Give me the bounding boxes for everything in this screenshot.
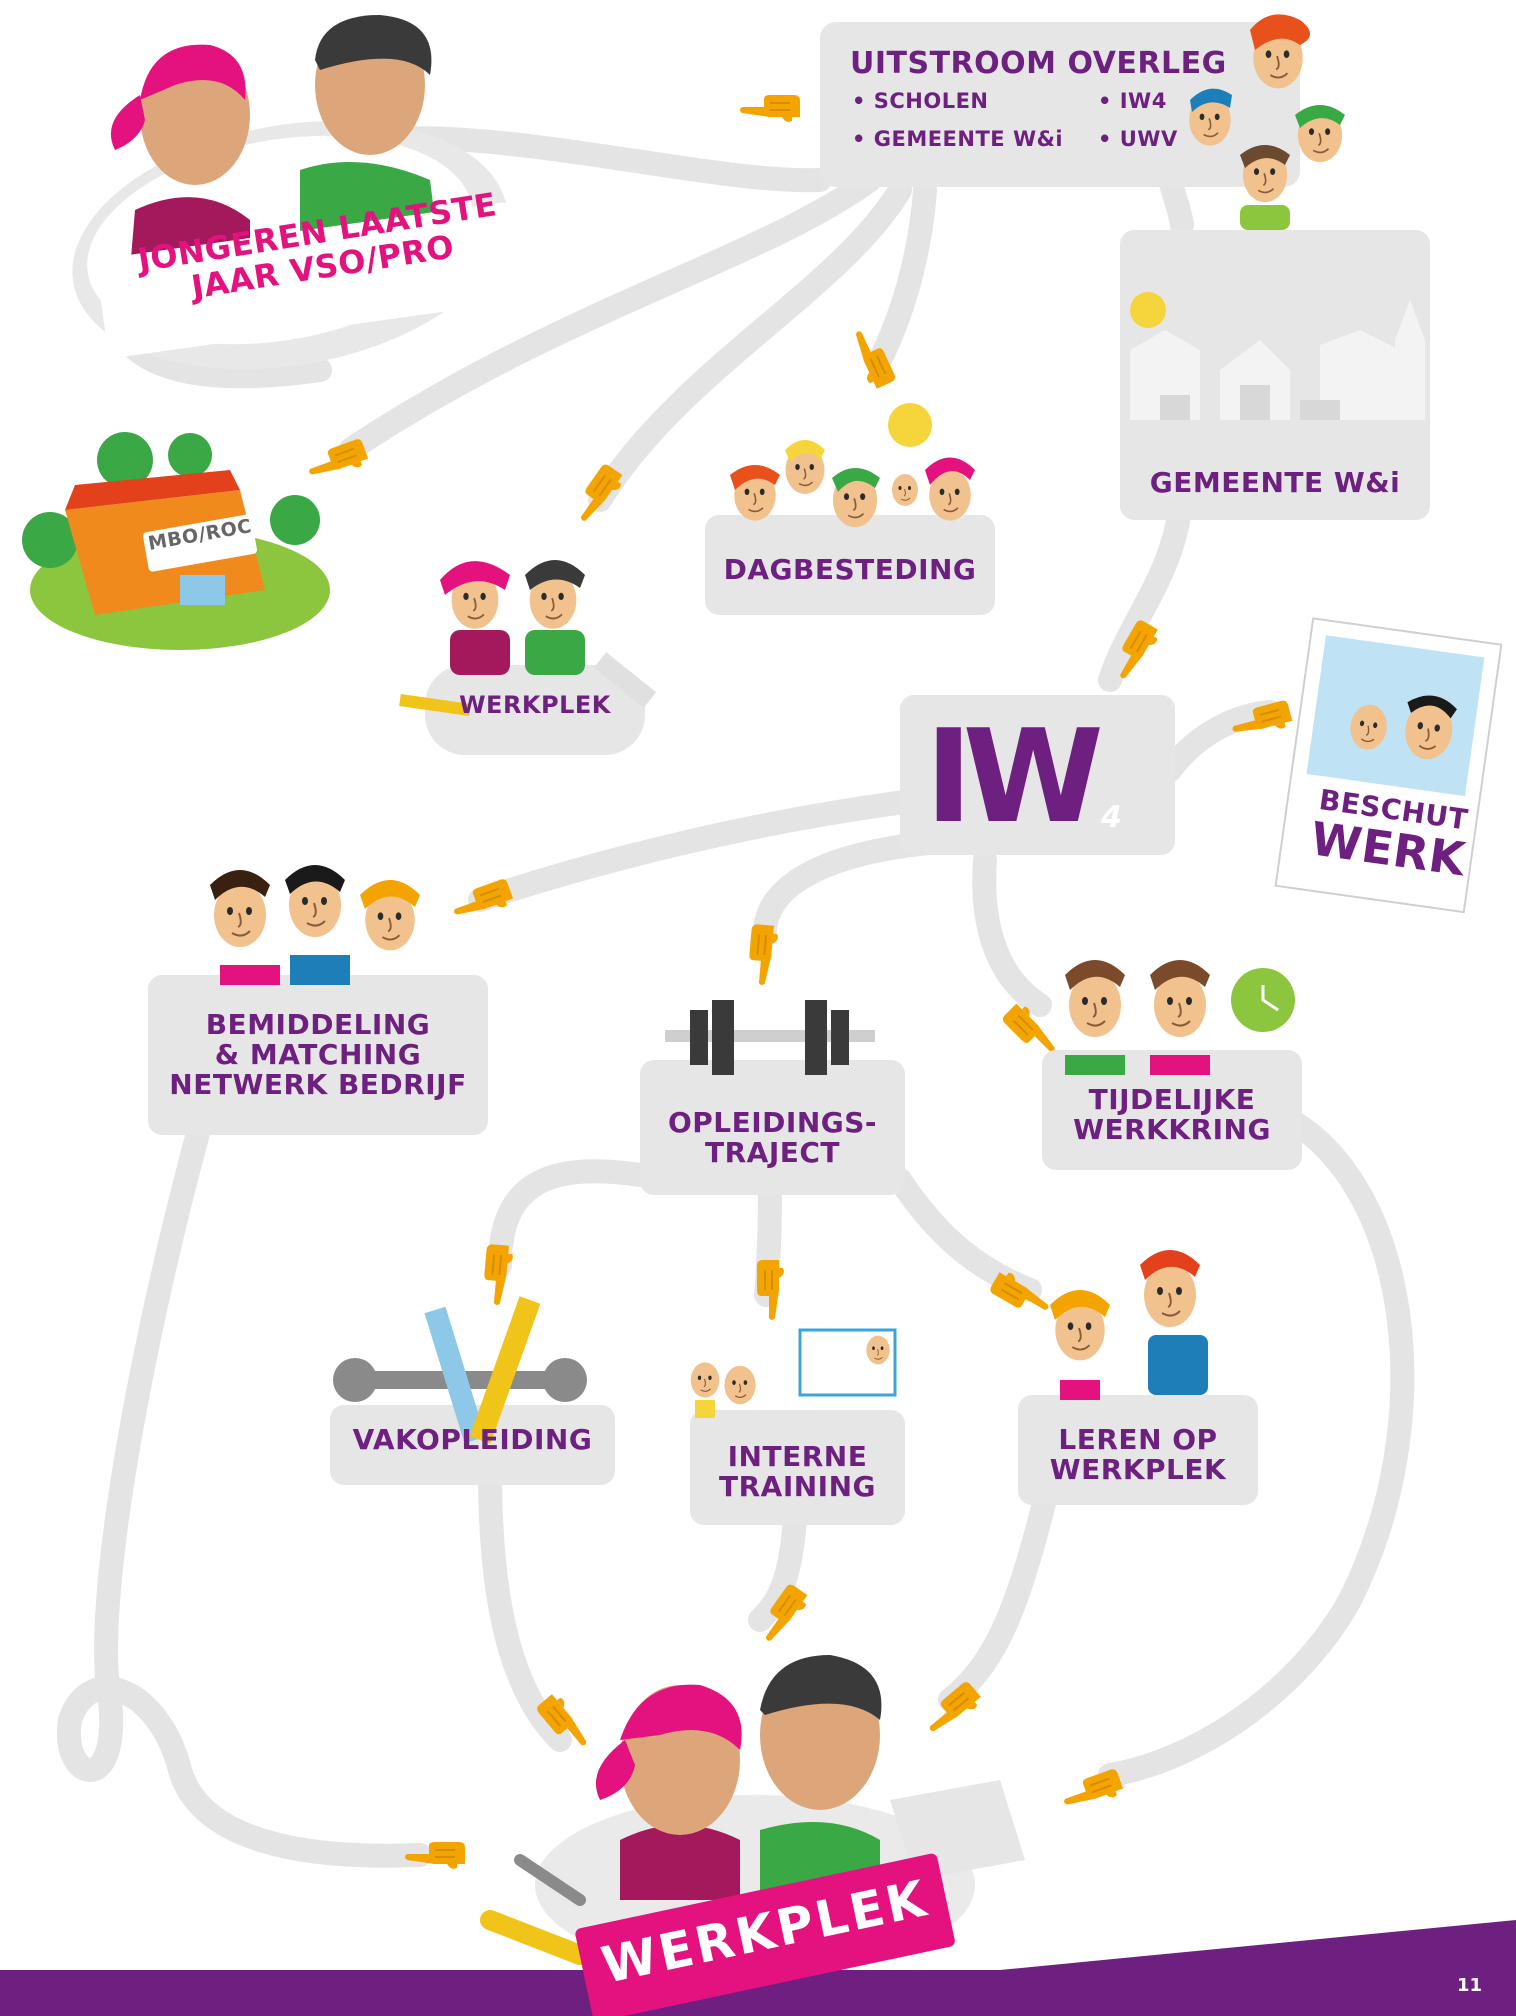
- dagbesteding-label: DAGBESTEDING: [723, 553, 977, 586]
- uitstroom-item-iw4: • IW4: [1098, 89, 1167, 113]
- opleiding-line2: TRAJECT: [704, 1136, 841, 1170]
- hand-icon: [448, 876, 516, 925]
- interne-training-illustration: [690, 1328, 897, 1418]
- uitstroom-faces: [1188, 14, 1345, 230]
- tijdelijke-illustration: [1065, 960, 1295, 1075]
- opleiding-label: OPLEIDINGS- TRAJECT: [640, 1106, 905, 1170]
- iw4-logo-bg: [900, 695, 1175, 855]
- leren-label: LEREN OP WERKPLEK: [1018, 1423, 1258, 1487]
- interne-line2: TRAINING: [718, 1470, 876, 1504]
- bemiddeling-label: BEMIDDELING & MATCHING NETWERK BEDRIJF: [148, 1008, 488, 1102]
- mbo-building-illustration: [22, 432, 330, 650]
- interne-label: INTERNE TRAINING: [690, 1440, 905, 1504]
- iw4-logo: IW 4: [925, 708, 1155, 848]
- werkplek-small-label: WERKPLEK: [459, 691, 611, 719]
- opleiding-line1: OPLEIDINGS-: [667, 1106, 878, 1139]
- tijdelijke-label: TIJDELIJKE WERKKRING: [1042, 1083, 1302, 1147]
- footer-band: [0, 1920, 1516, 2016]
- uitstroom-label: UITSTROOM OVERLEG: [850, 46, 1270, 81]
- iw4-logo-text: IW: [925, 703, 1104, 852]
- dumbbell-illustration: [665, 1000, 875, 1075]
- vakopleiding-label: VAKOPLEIDING: [352, 1423, 593, 1456]
- hand-icon: [568, 461, 628, 529]
- interne-line1: INTERNE: [727, 1440, 868, 1473]
- jongeren-illustration: [72, 15, 524, 370]
- werkplek-big-sign: [575, 1853, 955, 2016]
- bemiddeling-line2: & MATCHING: [214, 1038, 422, 1072]
- dagbesteding-illustration: [730, 403, 975, 529]
- gemeente-illustration: [1130, 292, 1425, 420]
- iw4-logo-sub: 4: [1101, 800, 1122, 835]
- leren-line2: WERKPLEK: [1049, 1453, 1227, 1487]
- werkplek-small-illustration: [399, 560, 657, 716]
- beschut-werk-photo: [1274, 617, 1503, 914]
- tijdelijke-line1: TIJDELIJKE: [1088, 1083, 1256, 1116]
- tijdelijke-line2: WERKKRING: [1073, 1113, 1271, 1147]
- bemiddeling-line1: BEMIDDELING: [205, 1008, 431, 1041]
- uitstroom-item-uwv: • UWV: [1098, 127, 1178, 151]
- leren-illustration: [1050, 1250, 1208, 1400]
- gemeente-label: GEMEENTE W&i: [1149, 466, 1401, 499]
- hand-icon: [739, 94, 801, 123]
- uitstroom-title: UITSTROOM OVERLEG: [850, 46, 1227, 81]
- hand-icon: [1058, 1766, 1126, 1815]
- hand-icon: [303, 436, 371, 485]
- hand-icon: [756, 1259, 785, 1321]
- uitstroom-item-scholen: • SCHOLEN: [852, 89, 989, 113]
- leren-line1: LEREN OP: [1058, 1423, 1218, 1456]
- bemiddeling-line3: NETWERK BEDRIJF: [169, 1068, 467, 1102]
- uitstroom-item-gemeente: • GEMEENTE W&i: [852, 127, 1064, 151]
- bemiddeling-illustration: [210, 865, 420, 985]
- vakopleiding-illustration: [333, 1296, 587, 1444]
- page-number: 11: [1456, 1975, 1482, 1996]
